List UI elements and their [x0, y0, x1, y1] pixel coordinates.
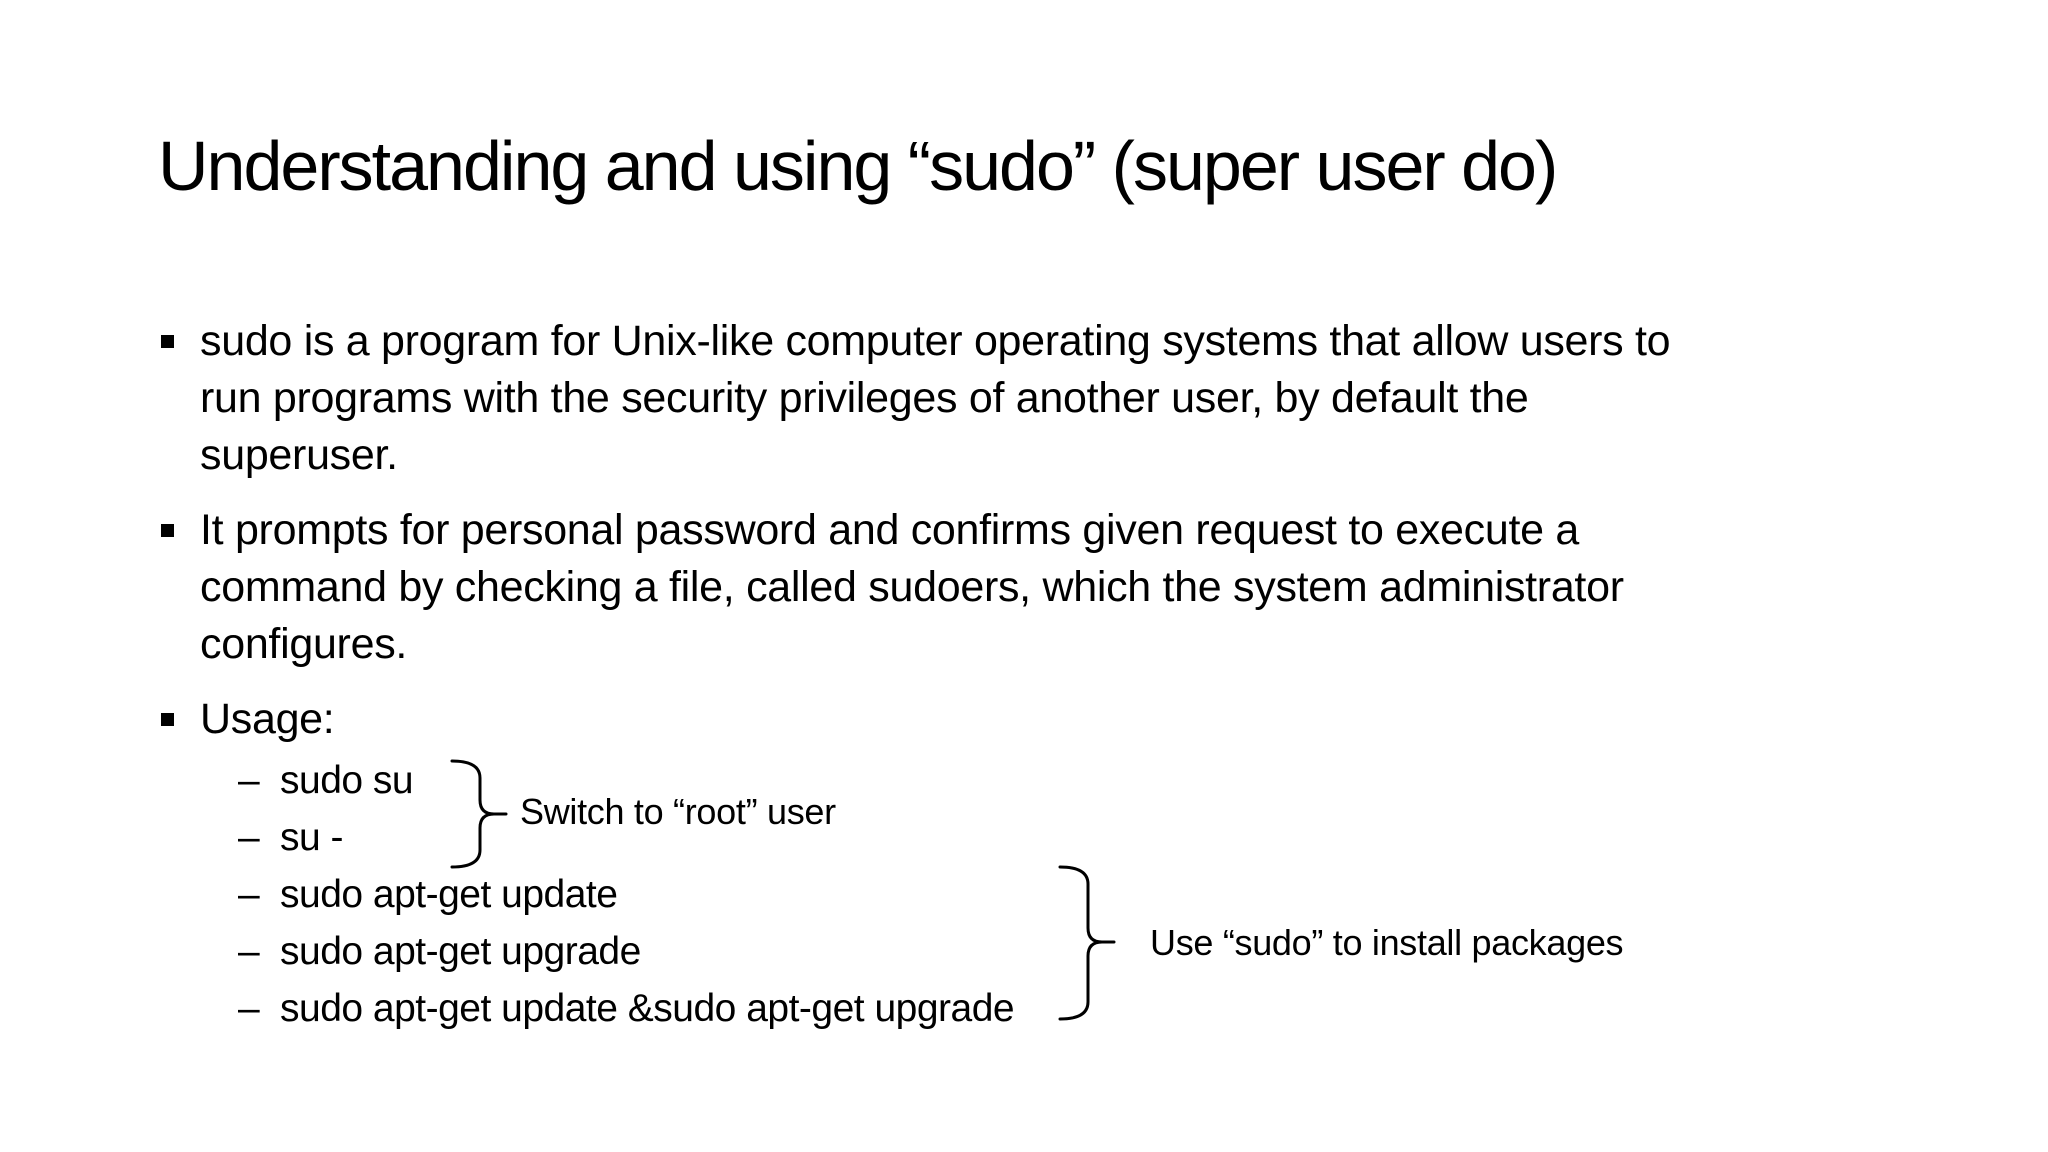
- usage-command-text: su -: [280, 816, 344, 859]
- bullet-line: run programs with the security privilege…: [200, 374, 1529, 422]
- bullet-item-usage: Usage:: [160, 691, 1920, 748]
- bullet-square-icon: [161, 524, 174, 537]
- dash-icon: –: [238, 816, 260, 859]
- slide-title: Understanding and using “sudo” (super us…: [158, 127, 1558, 205]
- usage-command-apt-upgrade: – sudo apt-get upgrade: [160, 923, 1920, 980]
- curly-brace-icon: [450, 759, 508, 869]
- dash-icon: –: [238, 873, 260, 916]
- usage-command-apt-update: – sudo apt-get update: [160, 866, 1920, 923]
- dash-icon: –: [238, 987, 260, 1030]
- bullet-line: configures.: [200, 620, 408, 668]
- curly-brace-icon: [1058, 865, 1116, 1021]
- usage-command-sudo-su: – sudo su: [160, 752, 1920, 809]
- slide-body: sudo is a program for Unix-like computer…: [160, 313, 1920, 1037]
- annotation-install-packages: Use “sudo” to install packages: [1150, 922, 1624, 963]
- usage-command-text: sudo apt-get update: [280, 873, 618, 916]
- bullet-square-icon: [161, 335, 174, 348]
- dash-icon: –: [238, 930, 260, 973]
- bullet-line: sudo is a program for Unix-like computer…: [200, 317, 1671, 365]
- bullet-line: Usage:: [200, 695, 335, 743]
- bullet-item-password-prompt: It prompts for personal password and con…: [160, 502, 1920, 673]
- bullet-line: command by checking a file, called sudoe…: [200, 563, 1624, 611]
- usage-command-su: – su -: [160, 809, 1920, 866]
- bullet-line: superuser.: [200, 431, 398, 479]
- bullet-item-sudo-description: sudo is a program for Unix-like computer…: [160, 313, 1920, 484]
- annotation-switch-root: Switch to “root” user: [520, 791, 836, 832]
- usage-command-text: sudo apt-get update &sudo apt-get upgrad…: [280, 987, 1015, 1030]
- usage-command-text: sudo su: [280, 759, 414, 802]
- usage-command-list: – sudo su – su - – sudo apt-get update –…: [160, 752, 1920, 1037]
- bullet-line: It prompts for personal password and con…: [200, 506, 1580, 554]
- bullet-square-icon: [161, 713, 174, 726]
- dash-icon: –: [238, 759, 260, 802]
- usage-command-apt-update-and-upgrade: – sudo apt-get update &sudo apt-get upgr…: [160, 980, 1920, 1037]
- usage-command-text: sudo apt-get upgrade: [280, 930, 641, 973]
